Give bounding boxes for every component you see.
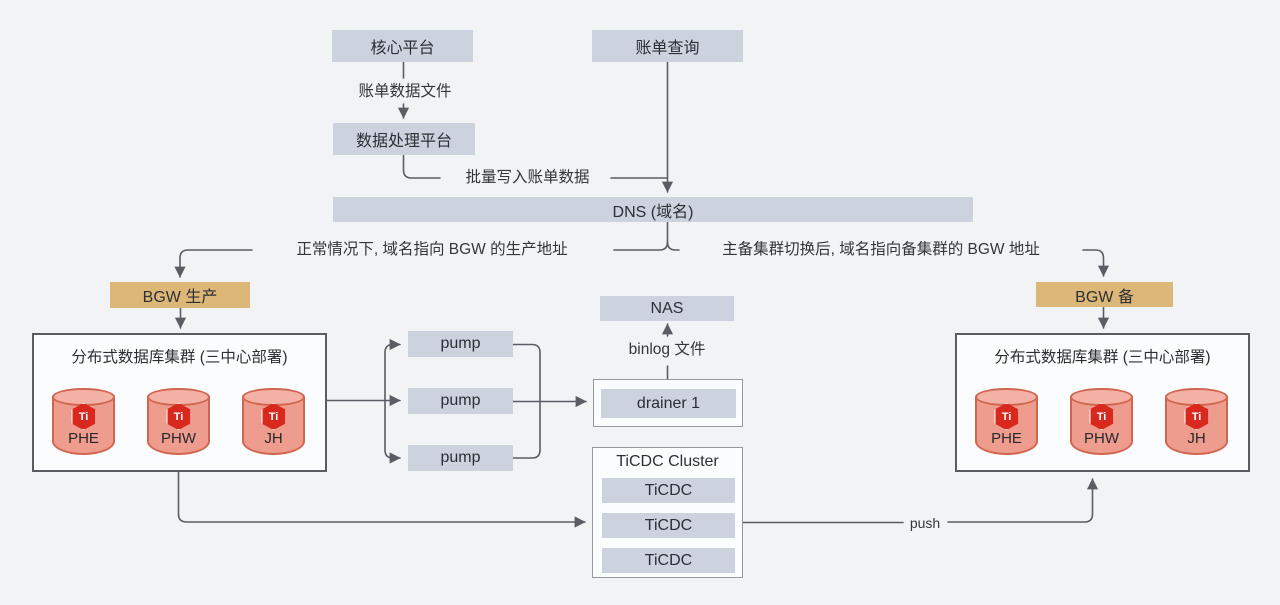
db-label: JH	[1187, 430, 1206, 447]
node-dns: DNS (域名)	[333, 197, 973, 222]
edge-label-failover-route: 主备集群切换后, 域名指向备集群的 BGW 地址	[722, 241, 1040, 258]
edge-dataplatform-to-batchlabel	[402, 154, 441, 179]
edge-label-normal-route: 正常情况下, 域名指向 BGW 的生产地址	[296, 241, 568, 258]
db-cylinder: Ti PHW	[147, 388, 210, 455]
db-label: PHW	[1084, 430, 1119, 447]
db-cylinder: Ti PHW	[1070, 388, 1133, 455]
edge-label-bill-data-file: 账单数据文件	[358, 83, 452, 100]
right-cluster-title: 分布式数据库集群 (三中心部署)	[994, 349, 1211, 366]
edge-cluster-to-ticdc	[177, 471, 586, 528]
node-ticdc-1: TiCDC	[602, 478, 735, 503]
edge-pump3-merge	[512, 401, 541, 459]
edge-push-to-rightcluster	[947, 478, 1099, 523]
db-cylinder: Ti PHE	[52, 388, 115, 455]
db-cylinder: Ti JH	[1165, 388, 1228, 455]
ticdc-cluster-title: TiCDC Cluster	[616, 453, 719, 470]
ticdc-cluster-container: TiCDC Cluster TiCDC TiCDC TiCDC	[592, 447, 743, 578]
node-data-platform: 数据处理平台	[333, 123, 475, 155]
node-ticdc-3: TiCDC	[602, 548, 735, 573]
node-drainer: drainer 1	[601, 389, 736, 418]
node-bgw-primary: BGW 生产	[110, 282, 250, 308]
tidb-logo-icon: Ti	[166, 403, 191, 430]
node-pump-2: pump	[408, 388, 513, 414]
db-label: PHW	[161, 430, 196, 447]
db-label: JH	[264, 430, 283, 447]
edge-pump1-merge	[512, 343, 541, 402]
left-cluster-title: 分布式数据库集群 (三中心部署)	[71, 349, 288, 366]
left-db-cluster: 分布式数据库集群 (三中心部署) Ti PHE Ti PHW Ti JH	[32, 333, 327, 472]
edge-label-batch-write: 批量写入账单数据	[465, 169, 590, 186]
node-bill-query: 账单查询	[592, 30, 743, 62]
drainer-container: drainer 1	[593, 379, 743, 427]
node-pump-1: pump	[408, 331, 513, 357]
edge-label-binlog-file: binlog 文件	[628, 341, 706, 358]
db-cylinder: Ti PHE	[975, 388, 1038, 455]
right-db-cluster: 分布式数据库集群 (三中心部署) Ti PHE Ti PHW Ti JH	[955, 333, 1250, 472]
edge-label-push: push	[909, 515, 941, 531]
node-pump-3: pump	[408, 445, 513, 471]
edge-dns-left-curve	[613, 241, 669, 251]
db-label: PHE	[991, 430, 1022, 447]
tidb-logo-icon: Ti	[994, 403, 1019, 430]
node-ticdc-2: TiCDC	[602, 513, 735, 538]
node-nas: NAS	[600, 296, 734, 321]
edge-dns-right-curve	[666, 241, 680, 251]
edge-cluster-to-pump3	[384, 400, 401, 464]
edge-cluster-to-pump1	[384, 338, 401, 401]
db-label: PHE	[68, 430, 99, 447]
db-cylinder: Ti JH	[242, 388, 305, 455]
node-core-platform: 核心平台	[332, 30, 473, 62]
node-bgw-standby: BGW 备	[1036, 282, 1173, 307]
edge-to-bgw-standby	[1082, 249, 1110, 277]
edge-to-bgw-primary	[174, 249, 253, 278]
